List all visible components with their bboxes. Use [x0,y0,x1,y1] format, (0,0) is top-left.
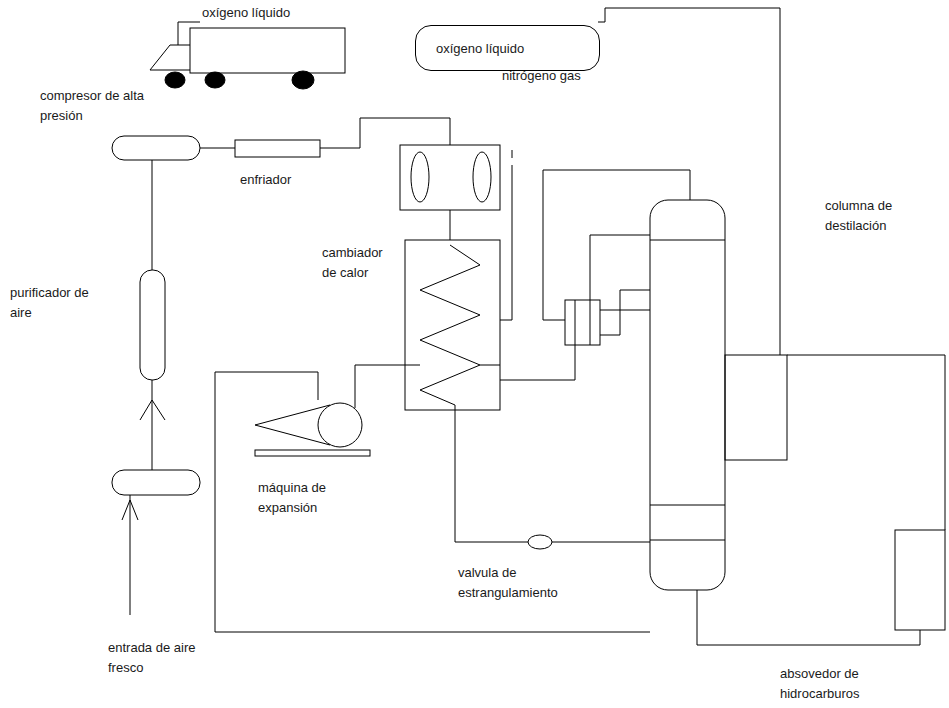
pipe [215,372,650,632]
pipe [697,590,920,645]
pipe [600,290,650,335]
truck-wheel [292,71,314,89]
expansion-machine-body [255,405,330,445]
throttle-valve [528,535,552,549]
equipment-label: absovedor de hidrocarburos [780,664,905,704]
equipment-label: purificador de aire [10,283,110,323]
pipe [787,355,945,530]
equipment-label: valvula de estrangulamiento [458,563,583,603]
air-intake [112,470,200,495]
truck-wheel [205,72,225,88]
coil-exchanger [405,240,500,410]
truck-stack [178,22,179,45]
equipment-label: compresor de alta presión [40,86,168,126]
pipe [152,160,153,270]
truck-body [190,28,345,73]
truck-wheel [165,72,185,88]
cooler [235,140,320,157]
pipe [450,210,451,240]
small-exchanger [565,300,600,345]
truck-label: oxígeno líquido [202,3,332,23]
column-tray [650,240,725,241]
air-purifier [140,270,165,380]
gas-label: nitrógeno gas [502,66,612,86]
expansion-machine-base [255,450,370,456]
truck-stack [178,22,200,23]
equipment-label: enfriador [240,170,330,190]
column-tray [650,505,725,506]
equipment-label: máquina de expansión [258,478,350,518]
distillation-column [650,200,725,590]
oxygen-line [598,8,780,355]
pipe [320,118,450,148]
equipment-label: entrada de aire fresco [108,638,212,678]
small-exchanger-tube [590,300,591,345]
flow-arrow [122,500,138,520]
compressor [112,136,200,160]
heat-exchanger [400,145,500,210]
nitrogen-line [512,150,513,158]
hydrocarbon-absorber [895,530,945,630]
small-exchanger-tube [575,300,576,345]
pipe [455,405,528,542]
nitrogen-line [500,165,512,320]
equipment-label: columna de destilación [825,196,935,236]
pipe [500,345,575,380]
node-text: oxígeno líquido [436,41,524,56]
condenser-box [725,355,787,460]
expansion-machine [318,403,362,447]
equipment-label: cambiador de calor [322,243,400,283]
pipe [355,365,420,408]
heat-exchanger-shell [473,152,491,202]
pipe [152,405,153,470]
pipe [600,310,650,311]
pipe [543,170,690,320]
heat-exchanger-shell [411,152,429,202]
pipe [480,365,500,366]
truck-cab [150,45,190,70]
pipe [543,320,565,321]
oxygen-tank: oxígeno líquido [415,25,600,71]
coil [420,245,480,405]
column-tray [650,540,725,541]
air-inlet [130,495,131,615]
pipe [552,542,650,543]
pipe [200,148,235,149]
